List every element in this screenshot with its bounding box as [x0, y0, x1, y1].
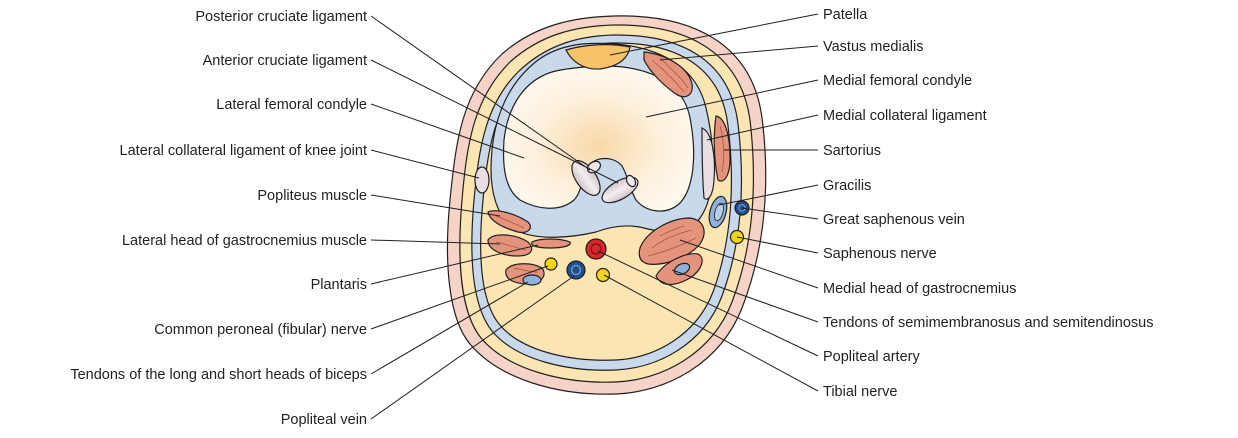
popliteal-vein[interactable]: [567, 261, 585, 279]
label-great-saphenous-vein: Great saphenous vein: [823, 212, 965, 228]
label-semimembranosus-semitendinosus: Tendons of semimembranosus and semitendi…: [823, 315, 1153, 331]
labels-right: Patella Vastus medialis Medial femoral c…: [823, 7, 1153, 400]
label-popliteus-muscle: Popliteus muscle: [257, 188, 367, 204]
label-lateral-head-gastrocnemius: Lateral head of gastrocnemius muscle: [122, 233, 367, 249]
label-patella: Patella: [823, 7, 868, 23]
label-popliteal-artery: Popliteal artery: [823, 349, 920, 365]
label-tibial-nerve: Tibial nerve: [823, 384, 897, 400]
label-medial-collateral-ligament: Medial collateral ligament: [823, 108, 987, 124]
label-popliteal-vein: Popliteal vein: [281, 412, 367, 428]
label-posterior-cruciate-ligament: Posterior cruciate ligament: [195, 9, 367, 25]
label-medial-femoral-condyle: Medial femoral condyle: [823, 73, 972, 89]
label-sartorius: Sartorius: [823, 143, 881, 159]
label-anterior-cruciate-ligament: Anterior cruciate ligament: [203, 53, 367, 69]
label-common-peroneal-nerve: Common peroneal (fibular) nerve: [154, 322, 367, 338]
lateral-collateral-ligament[interactable]: [475, 167, 489, 193]
label-lateral-femoral-condyle: Lateral femoral condyle: [216, 97, 367, 113]
common-peroneal-nerve[interactable]: [545, 258, 557, 270]
label-biceps-tendons: Tendons of the long and short heads of b…: [70, 367, 367, 383]
label-vastus-medialis: Vastus medialis: [823, 39, 923, 55]
label-plantaris: Plantaris: [311, 277, 367, 293]
tibial-nerve[interactable]: [597, 269, 610, 282]
label-saphenous-nerve: Saphenous nerve: [823, 246, 937, 262]
label-medial-head-gastrocnemius: Medial head of gastrocnemius: [823, 281, 1016, 297]
plantaris[interactable]: [532, 239, 571, 248]
label-gracilis: Gracilis: [823, 178, 871, 194]
labels-left: Posterior cruciate ligament Anterior cru…: [70, 9, 367, 428]
label-lateral-collateral-ligament: Lateral collateral ligament of knee join…: [120, 143, 367, 159]
popliteal-artery[interactable]: [586, 239, 606, 259]
